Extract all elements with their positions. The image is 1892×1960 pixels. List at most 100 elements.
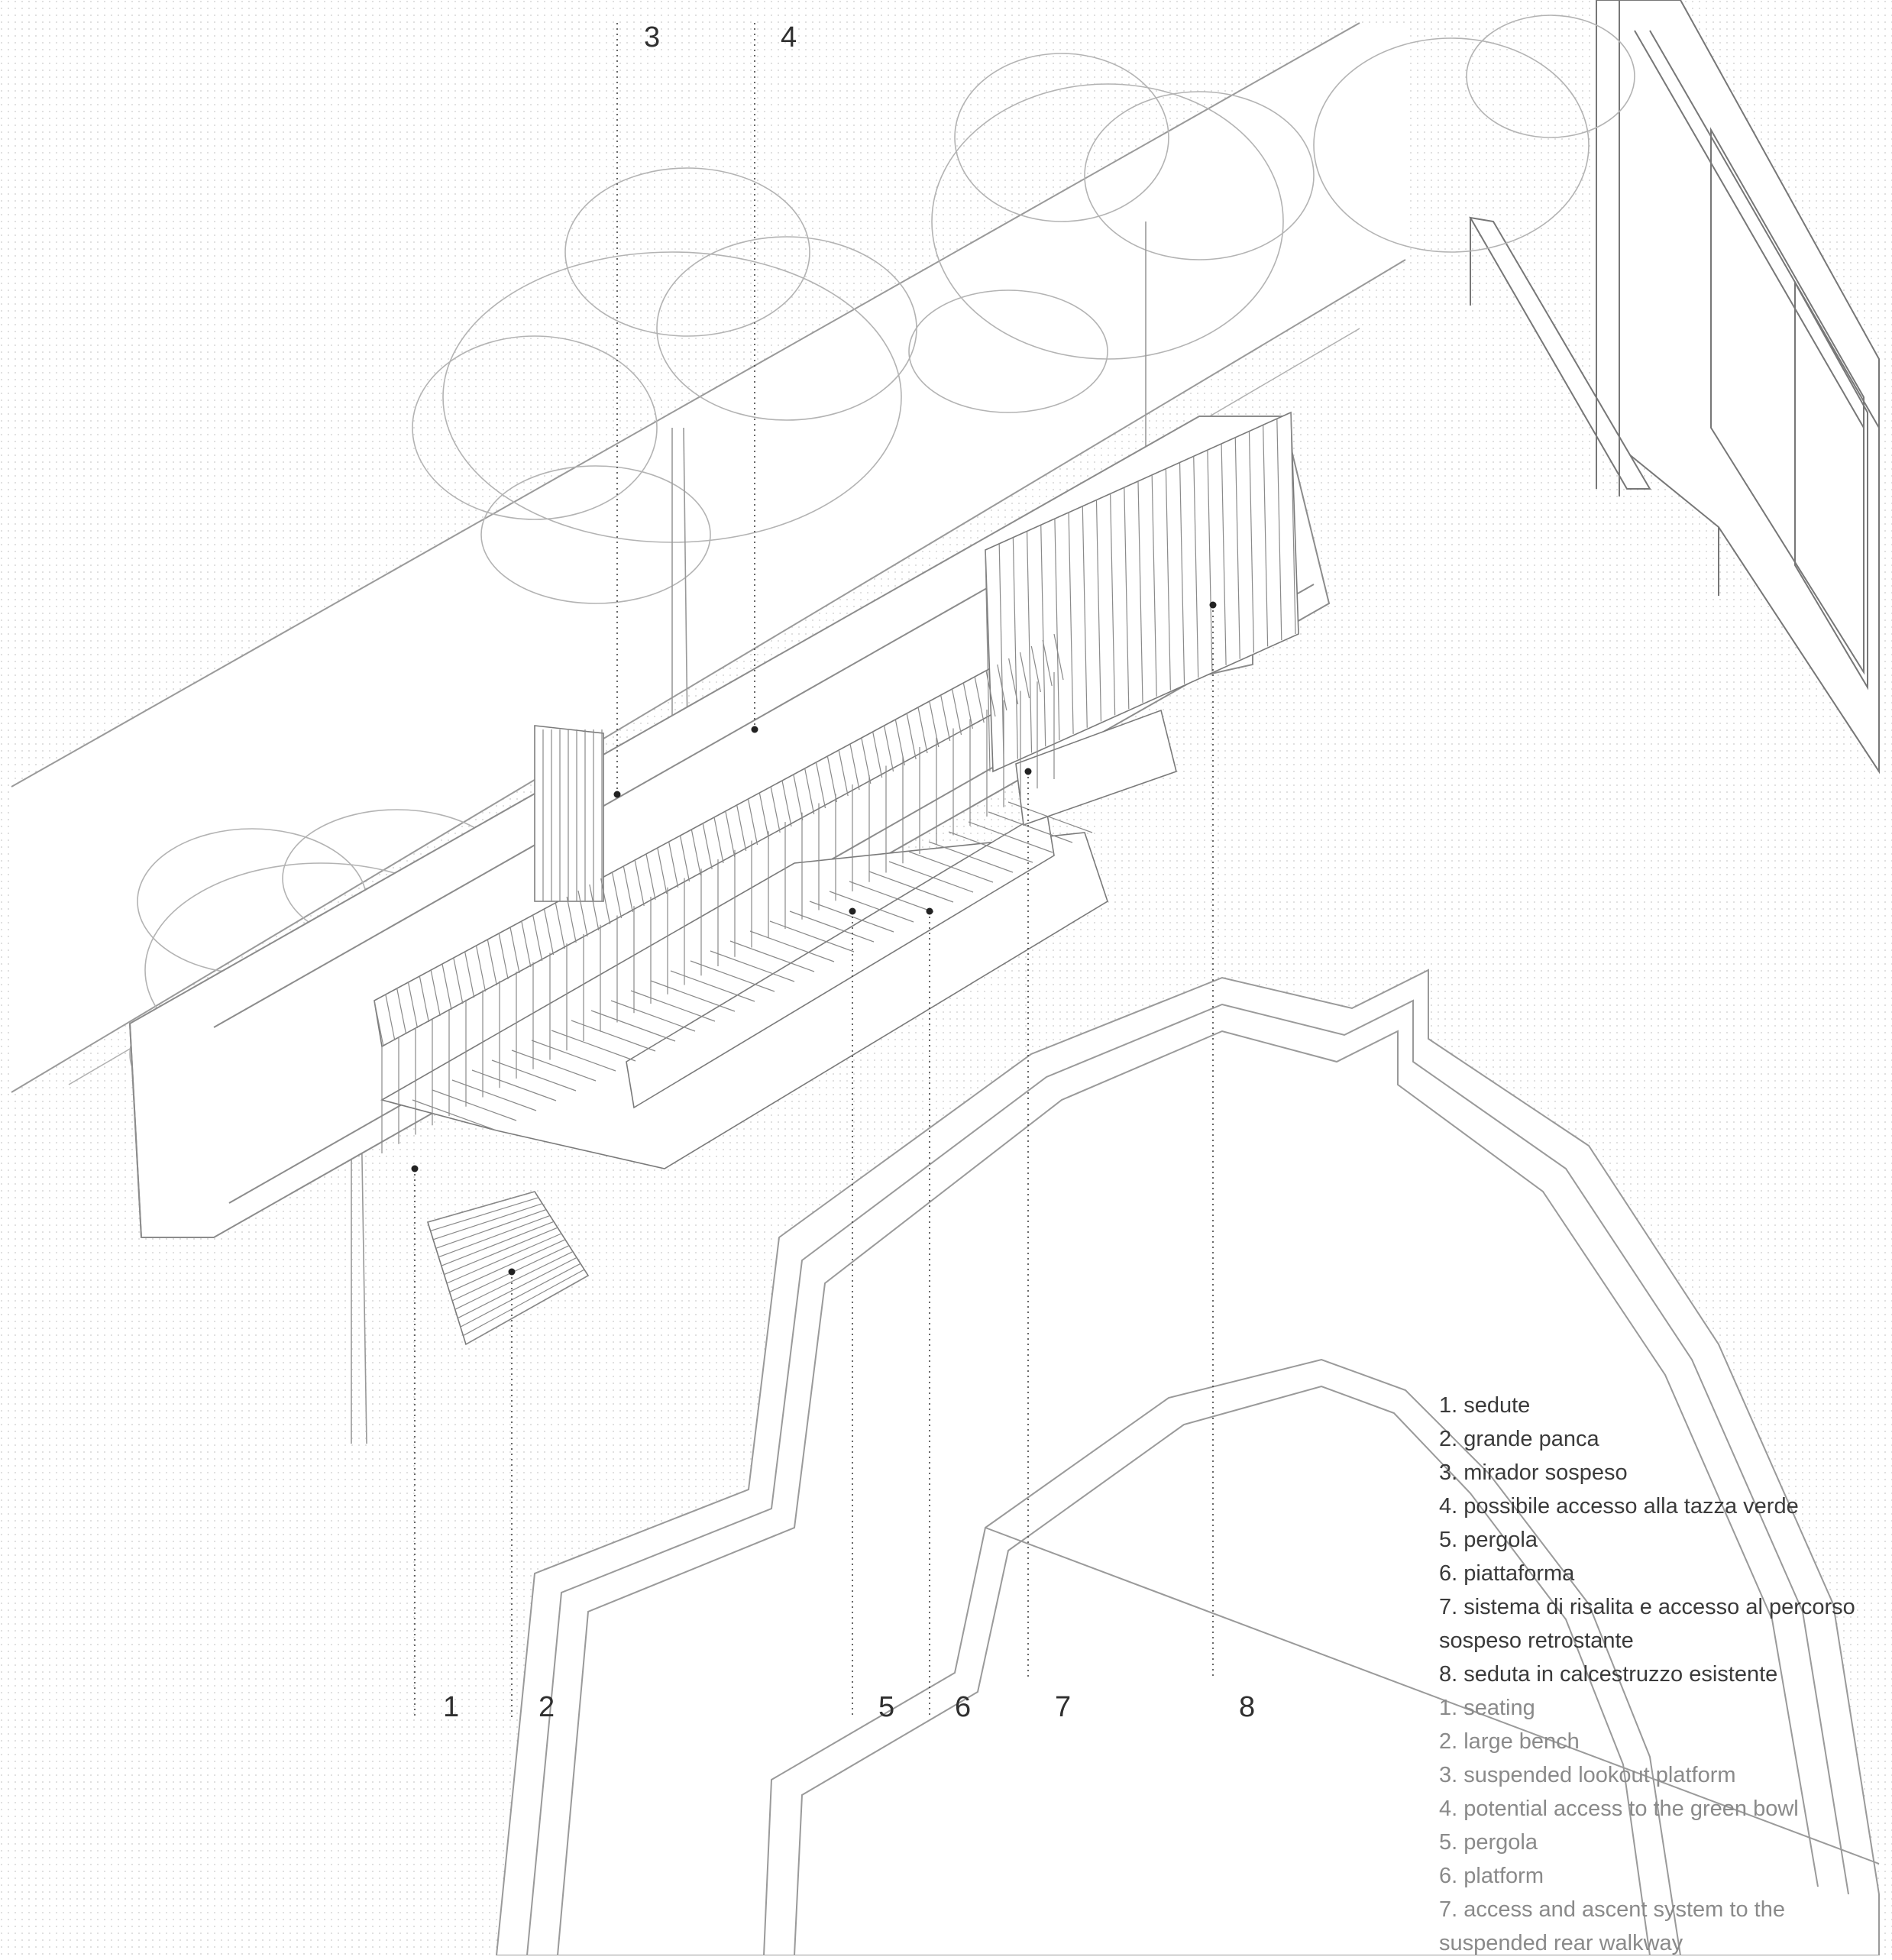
- rear-post: [1026, 531, 1033, 753]
- roof-slat: [441, 963, 452, 1011]
- roof-slat: [815, 762, 826, 809]
- roof-slat: [929, 700, 940, 748]
- deck-board: [809, 901, 894, 933]
- roof-slat: [974, 676, 985, 723]
- roof-slat: [634, 859, 645, 907]
- deck-board: [412, 1099, 497, 1131]
- deck-board: [948, 831, 1033, 863]
- bench-slat: [446, 1233, 562, 1284]
- roof-slat: [623, 865, 633, 913]
- rear-post: [1248, 431, 1255, 653]
- deck-board: [571, 1020, 656, 1052]
- leader-dot-2: [508, 1268, 516, 1276]
- legend-item-it-7-cont: sospeso retrostante: [1439, 1628, 1634, 1653]
- roof-slat: [906, 713, 917, 760]
- roof-slat: [475, 945, 487, 992]
- roof-slat: [555, 902, 565, 949]
- bench-slat: [458, 1257, 577, 1319]
- deck-board: [829, 891, 914, 923]
- tree-center: [412, 167, 917, 734]
- rear-post: [1165, 468, 1171, 691]
- roof-slat: [509, 927, 520, 974]
- rear-post: [1263, 425, 1269, 647]
- roof-slat: [453, 957, 464, 1004]
- bench-slat: [449, 1239, 566, 1292]
- deck-board: [690, 960, 775, 992]
- roof-slat: [736, 804, 747, 852]
- leader-lines: [414, 23, 1214, 1719]
- bench-slat: [463, 1269, 585, 1337]
- roof-slat: [657, 847, 668, 894]
- rear-post: [1151, 474, 1157, 697]
- rear-post: [1040, 525, 1046, 747]
- legend-item-en-2: 2. large bench: [1439, 1729, 1580, 1754]
- rear-post: [1137, 480, 1143, 703]
- legend-item-it-6: 6. piattaforma: [1439, 1561, 1575, 1586]
- tree-right: [908, 15, 1635, 504]
- pergola-roof-2: [626, 808, 1055, 1109]
- deck-board: [471, 1069, 557, 1101]
- deck-board: [868, 871, 954, 903]
- roof-slat: [600, 878, 611, 925]
- deck-board: [670, 970, 755, 1002]
- callout-6: 6: [955, 1691, 972, 1723]
- roof-slat: [645, 853, 656, 901]
- legend-item-it-7: 7. sistema di risalita e accesso al perc…: [1439, 1595, 1855, 1619]
- deck-board: [769, 920, 855, 953]
- bench-slat: [427, 1191, 535, 1223]
- street-edge-top: [11, 22, 1360, 788]
- rear-post: [1290, 412, 1296, 635]
- leader-dot-4: [751, 726, 758, 733]
- legend-item-it-4: 4. possibile accesso alla tazza verde: [1439, 1494, 1799, 1519]
- roof-slat: [679, 835, 690, 882]
- legend-item-en-4: 4. potential access to the green bowl: [1439, 1797, 1799, 1821]
- roof-slat: [793, 774, 804, 821]
- bench-slat: [430, 1197, 539, 1232]
- deck-board: [710, 950, 795, 982]
- deck-board: [729, 940, 815, 972]
- bench-slat: [465, 1275, 589, 1345]
- roof-slat: [690, 829, 701, 876]
- deck-board: [451, 1079, 537, 1111]
- rear-post: [1179, 462, 1185, 684]
- roof-slat: [725, 810, 736, 858]
- deck-board: [1007, 801, 1093, 833]
- roof-slat: [396, 988, 407, 1035]
- street-band: [11, 23, 1405, 1092]
- roof-slat: [407, 982, 419, 1029]
- roof-slat: [589, 884, 600, 931]
- legend-item-en-5: 5. pergola: [1439, 1830, 1538, 1855]
- deck-board: [610, 1000, 696, 1032]
- deck-board: [432, 1089, 517, 1121]
- deck-board: [590, 1010, 676, 1042]
- deck-board: [551, 1030, 636, 1062]
- legend-item-it-8: 8. seduta in calcestruzzo esistente: [1439, 1662, 1778, 1687]
- deck-board: [888, 861, 974, 893]
- deck-board: [749, 930, 835, 962]
- roof-slat: [917, 707, 928, 754]
- bench-slat: [441, 1221, 555, 1266]
- rear-post: [1095, 500, 1102, 722]
- callout-4: 4: [781, 21, 797, 53]
- leader-dot-3: [613, 791, 621, 798]
- roof-slat: [487, 939, 497, 986]
- legend-item-it-1: 1. sedute: [1439, 1393, 1531, 1418]
- roof-slat: [781, 780, 792, 827]
- roof-slat: [826, 755, 837, 803]
- legend-item-it-2: 2. grande panca: [1439, 1427, 1599, 1451]
- green-bowl: [495, 969, 1880, 1955]
- leader-dot-5: [849, 907, 856, 915]
- street-edge-bottom: [11, 259, 1406, 1093]
- callout-5: 5: [878, 1691, 895, 1723]
- rear-post: [1054, 519, 1060, 741]
- legend-item-en-6: 6. platform: [1439, 1864, 1544, 1888]
- callout-2: 2: [538, 1691, 555, 1723]
- roof-slat: [611, 872, 623, 919]
- roof-slat: [430, 969, 441, 1017]
- rear-post: [1234, 437, 1240, 659]
- deck-board: [908, 851, 994, 883]
- rear-post: [1110, 493, 1116, 716]
- rear-post: [1068, 512, 1074, 734]
- bench-slat: [460, 1263, 581, 1328]
